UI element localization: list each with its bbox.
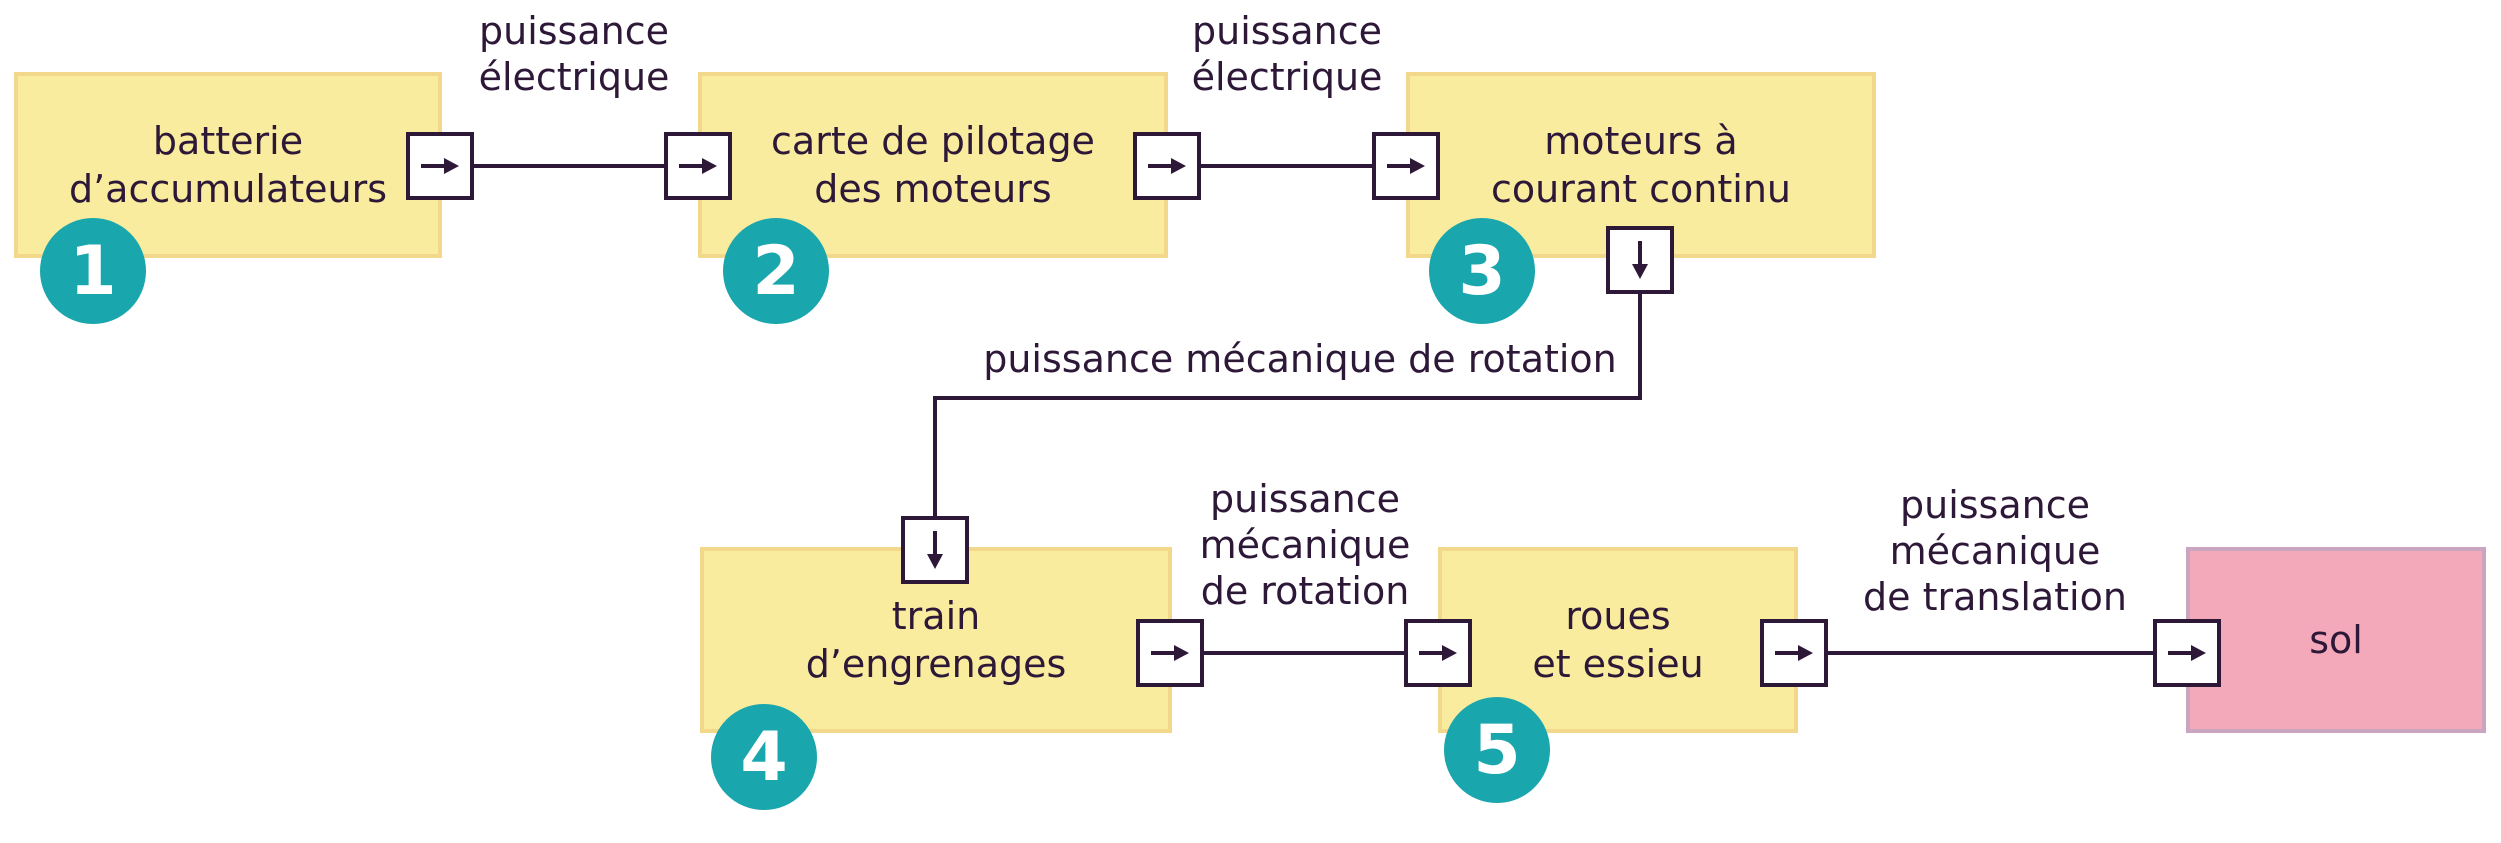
arrow-down-icon xyxy=(1632,241,1648,279)
block-wheels-axle-label: roues et essieu xyxy=(1532,594,1704,686)
arrow-right-icon xyxy=(1151,645,1189,661)
port-out-3 xyxy=(1606,226,1674,294)
block-motor-driver-label: carte de pilotage des moteurs xyxy=(771,119,1095,211)
badge-5: 5 xyxy=(1444,697,1550,803)
arrow-right-icon xyxy=(679,158,717,174)
port-out-4 xyxy=(1136,619,1204,687)
arrow-right-icon xyxy=(1419,645,1457,661)
flow-label-2: puissance électrique xyxy=(1191,9,1383,99)
flow-label-3: puissance mécanique de rotation xyxy=(983,337,1617,381)
badge-3: 3 xyxy=(1429,218,1535,324)
port-in-ground xyxy=(2153,619,2221,687)
flow-label-5: puissance mécanique de translation xyxy=(1863,483,2127,619)
port-out-1 xyxy=(406,132,474,200)
block-dc-motors-label: moteurs à courant continu xyxy=(1490,119,1792,211)
badge-1: 1 xyxy=(40,218,146,324)
badge-2: 2 xyxy=(723,218,829,324)
port-in-2 xyxy=(664,132,732,200)
block-ground-label: sol xyxy=(2309,618,2363,662)
arrow-right-icon xyxy=(2168,645,2206,661)
block-battery: batterie d’accumulateurs xyxy=(14,72,442,258)
arrow-right-icon xyxy=(421,158,459,174)
arrow-down-icon xyxy=(927,531,943,569)
arrow-right-icon xyxy=(1775,645,1813,661)
port-out-5 xyxy=(1760,619,1828,687)
port-in-3 xyxy=(1372,132,1440,200)
port-out-2 xyxy=(1133,132,1201,200)
flow-label-1: puissance électrique xyxy=(478,9,670,99)
arrow-right-icon xyxy=(1148,158,1186,174)
badge-4: 4 xyxy=(711,704,817,810)
block-gear-train-label: train d’engrenages xyxy=(805,594,1067,686)
port-in-5 xyxy=(1404,619,1472,687)
arrow-right-icon xyxy=(1387,158,1425,174)
block-battery-label: batterie d’accumulateurs xyxy=(68,119,388,211)
port-in-4 xyxy=(901,516,969,584)
block-ground: sol xyxy=(2186,547,2486,733)
wire-3-4 xyxy=(933,293,1642,516)
flow-label-4: puissance mécanique de rotation xyxy=(1199,477,1411,613)
